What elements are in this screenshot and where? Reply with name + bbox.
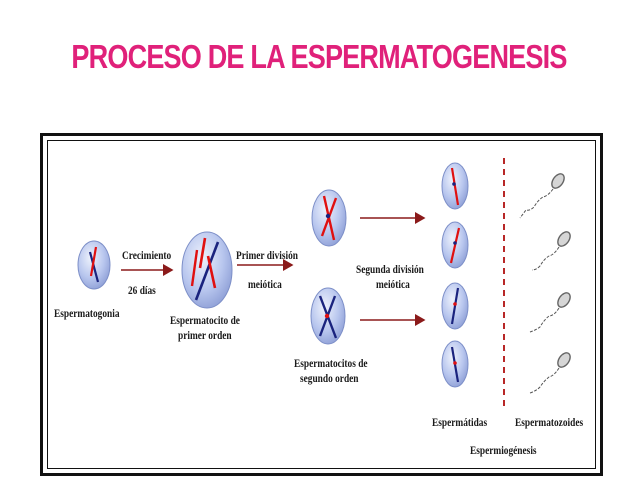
label-espermatocitos-segundo-2: segundo orden [300, 371, 359, 385]
label-segunda-division-2: meiótica [376, 277, 410, 291]
label-espermatidas: Espermátidas [432, 415, 488, 429]
diagram-inner-border [47, 140, 596, 469]
label-espermiogenesis: Espermiogénesis [470, 443, 537, 457]
spermatid-1 [441, 162, 469, 210]
page-title: PROCESO DE LA ESPERMATOGENESIS [71, 38, 567, 75]
label-espermatozoides: Espermatozoides [515, 415, 584, 429]
spermatid-2 [441, 221, 469, 269]
label-primer-division-1: Primer división [236, 248, 298, 262]
spermatid-4 [441, 340, 469, 388]
spermatozoon-2 [531, 231, 571, 271]
spermatozoon-3 [529, 292, 571, 333]
label-primer-division-2: meiótica [248, 277, 282, 291]
spermatozoon-1 [519, 173, 565, 219]
label-espermatocito-primer-2: primer orden [178, 328, 232, 342]
label-segunda-division-1: Segunda división [356, 262, 424, 276]
secondary-spermatocyte-bottom [310, 287, 346, 345]
spermatid-3 [441, 282, 469, 330]
espermatogonia-cell [77, 240, 111, 290]
label-crecimiento: Crecimiento [122, 248, 172, 262]
label-26-dias: 26 días [128, 283, 156, 297]
label-espermatocitos-segundo-1: Espermatocitos de [294, 356, 368, 370]
secondary-spermatocyte-top [311, 189, 347, 247]
label-espermatogonia: Espermatogonia [54, 306, 120, 320]
label-espermatocito-primer-1: Espermatocito de [170, 313, 240, 327]
primary-spermatocyte-cell [181, 231, 233, 309]
spermatozoon-4 [529, 352, 571, 394]
